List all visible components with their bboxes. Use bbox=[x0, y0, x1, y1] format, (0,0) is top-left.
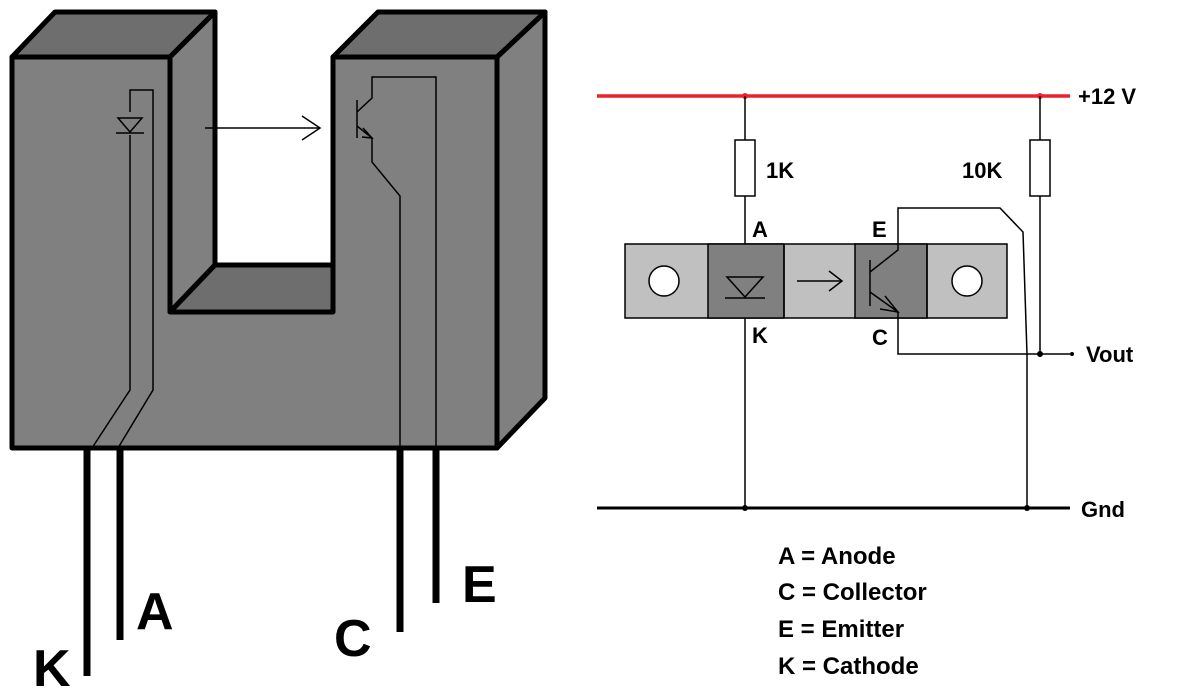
housing-front-face bbox=[9, 54, 500, 451]
strip-led-section bbox=[707, 243, 785, 319]
pin-label-e: E bbox=[462, 556, 497, 614]
phototransistor-icon bbox=[361, 127, 374, 139]
resistor-10k-label: 10K bbox=[962, 158, 1002, 183]
legend-item-emitter: E = Emitter bbox=[778, 616, 904, 643]
pin-label-c: C bbox=[334, 610, 372, 668]
housing-side-face bbox=[494, 9, 548, 451]
node-label-c: C bbox=[872, 325, 888, 350]
led-internal-wiring bbox=[91, 89, 154, 449]
node-label-k: K bbox=[752, 323, 768, 348]
led-diode-icon bbox=[116, 117, 144, 134]
node-label-e: E bbox=[872, 217, 887, 242]
legend-item-collector: C = Collector bbox=[778, 579, 927, 606]
resistor-10k bbox=[1029, 139, 1051, 197]
strip-beam-arrow-icon bbox=[797, 270, 844, 292]
resistor-1k bbox=[734, 139, 756, 197]
supply-label: +12 V bbox=[1078, 84, 1136, 109]
transistor-internal-wiring bbox=[356, 76, 437, 448]
strip-led-diode-icon bbox=[725, 276, 765, 299]
legend-item-cathode: K = Cathode bbox=[778, 653, 919, 680]
output-label: Vout bbox=[1086, 342, 1134, 367]
slot-inner-wall bbox=[167, 9, 218, 315]
mounting-hole-right bbox=[951, 265, 983, 297]
strip-phototransistor-icon bbox=[869, 207, 1074, 508]
legend-item-anode: A = Anode bbox=[778, 543, 896, 570]
pin-label-a: A bbox=[136, 583, 174, 641]
node-label-a: A bbox=[752, 217, 768, 242]
pin-label-k: K bbox=[33, 640, 71, 689]
beam-arrow-icon bbox=[205, 115, 322, 141]
pin-legend: A = Anode C = Collector E = Emitter K = … bbox=[778, 543, 927, 680]
housing-3d bbox=[9, 9, 548, 451]
mounting-hole-left bbox=[648, 265, 680, 297]
pins bbox=[83, 448, 440, 676]
ground-label: Gnd bbox=[1081, 497, 1125, 522]
resistor-1k-label: 1K bbox=[766, 158, 794, 183]
output-branch bbox=[1029, 96, 1051, 354]
